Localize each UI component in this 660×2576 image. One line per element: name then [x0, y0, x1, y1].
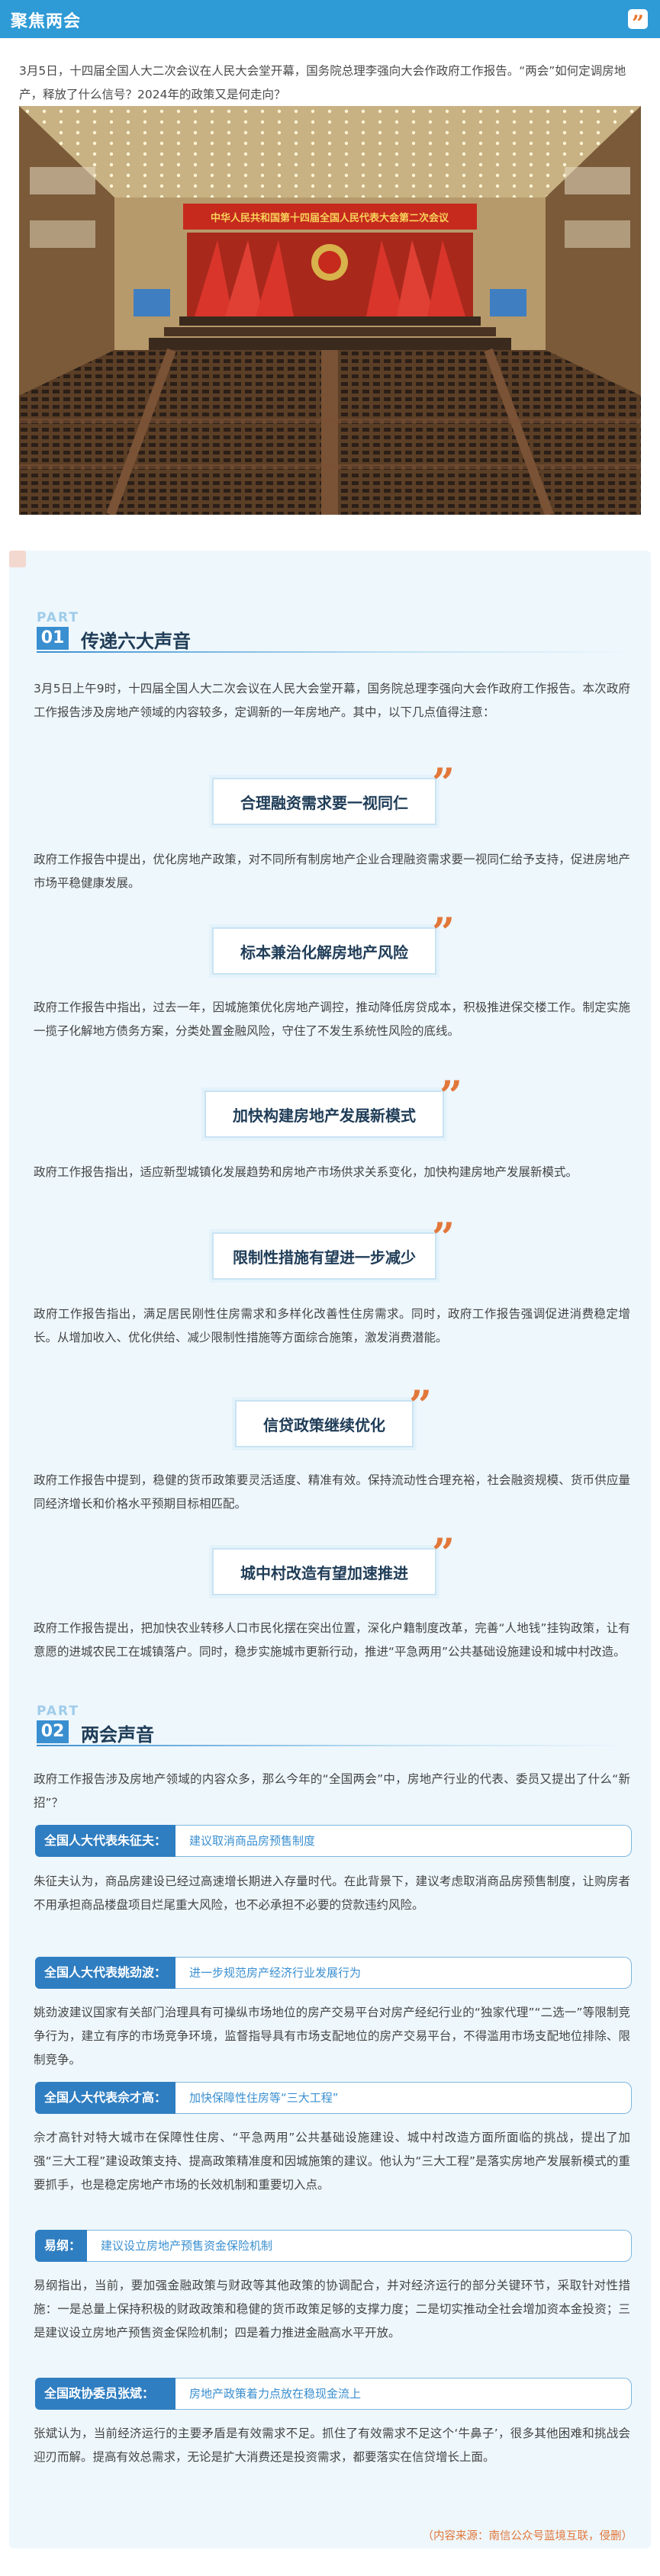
part-underline [37, 1745, 632, 1746]
quote-mark-icon: ” [628, 9, 648, 36]
part-02-lead: 政府工作报告涉及房地产领域的内容众多，那么今年的“全国两会”中，房地产行业的代表… [34, 1772, 630, 1810]
content-source-note: （内容来源：南信公众号蓝境互联，侵删） [422, 2530, 633, 2542]
item-paragraph: 政府工作报告中指出，过去一年，因城施策优化房地产调控，推动降低房贷成本，积极推进… [34, 1001, 630, 1038]
part-number: 01 [37, 627, 69, 650]
representative-topic: 进一步规范房产经济行业发展行为 [175, 1957, 632, 1989]
quote-mark-icon: ” [432, 760, 455, 807]
subheading-box: 加快构建房地产发展新模式 ” [204, 1077, 462, 1138]
representative-header: 全国政协委员张斌： 房地产政策着力点放在稳现金流上 [35, 2378, 632, 2410]
representative-paragraph: 张斌认为，当前经济运行的主要矛盾是有效需求不足。抓住了有效需求不足这个‘牛鼻子’… [34, 2427, 630, 2464]
subheading-box: 合理融资需求要一视同仁 ” [212, 764, 455, 825]
conference-hall-photo: 中华人民共和国第十四届全国人民代表大会第二次会议 [19, 106, 641, 515]
subheading-text: 信贷政策继续优化 [263, 1415, 385, 1434]
representative-header: 全国人大代表姚劲波： 进一步规范房产经济行业发展行为 [35, 1957, 632, 1989]
conference-hall-illustration: 中华人民共和国第十四届全国人民代表大会第二次会议 [19, 106, 641, 515]
representative-topic: 加快保障性住房等“三大工程” [175, 2082, 632, 2114]
section-title: 聚焦两会 [11, 12, 82, 31]
item-paragraph: 政府工作报告中提到，稳健的货币政策要灵活适度、精准有效。保持流动性合理充裕，社会… [34, 1473, 630, 1511]
representative-paragraph: 朱征夫认为，商品房建设已经过高速增长期进入存量时代。在此背景下，建议考虑取消商品… [34, 1874, 630, 1912]
representative-topic: 建议取消商品房预售制度 [175, 1825, 632, 1857]
representative-name: 全国政协委员张斌： [35, 2378, 175, 2410]
subheading-text: 标本兼治化解房地产风险 [240, 943, 408, 962]
part-01-lead: 3月5日上午9时，十四届全国人大二次会议在人民大会堂开幕，国务院总理李强向大会作… [34, 682, 630, 719]
part-number: 02 [37, 1720, 69, 1743]
representative-topic: 房地产政策着力点放在稳现金流上 [175, 2378, 632, 2410]
subheading-text: 限制性措施有望进一步减少 [233, 1248, 416, 1267]
item-paragraph: 政府工作报告中提出，优化房地产政策，对不同所有制房地产企业合理融资需求要一视同仁… [34, 853, 630, 890]
subheading-box: 信贷政策继续优化 ” [235, 1386, 432, 1447]
quote-mark-icon: ” [432, 910, 455, 956]
subheading-text: 加快构建房地产发展新模式 [233, 1106, 416, 1125]
part-underline [37, 651, 632, 653]
part-label: PART [37, 610, 79, 625]
representative-name: 全国人大代表朱征夫： [35, 1825, 175, 1857]
item-paragraph: 政府工作报告提出，把加快农业转移人口市民化摆在突出位置，深化户籍制度改革，完善“… [34, 1621, 630, 1659]
subheading-text: 城中村改造有望加速推进 [240, 1563, 408, 1582]
quote-mark-icon: ” [439, 1073, 462, 1119]
quote-mark-icon: ” [432, 1215, 455, 1261]
quote-mark-icon: ” [409, 1383, 432, 1429]
representative-paragraph: 佘才高针对特大城市在保障性住房、“平急两用”公共基础设施建设、城中村改造方面所面… [34, 2131, 630, 2192]
section-header-bar: 聚焦两会 ” [0, 0, 660, 38]
part-title: 两会声音 [81, 1724, 154, 1746]
representative-header: 易纲： 建议设立房地产预售资金保险机制 [35, 2230, 632, 2262]
representative-paragraph: 姚劲波建议国家有关部门治理具有可操纵市场地位的房产交易平台对房产经纪行业的“独家… [34, 2006, 630, 2067]
intro-text: 3月5日，十四届全国人大二次会议在人民大会堂开幕，国务院总理李强向大会作政府工作… [19, 64, 626, 101]
quote-mark-icon: ” [432, 1531, 455, 1577]
item-paragraph: 政府工作报告指出，满足居民刚性住房需求和多样化改善性住房需求。同时，政府工作报告… [34, 1307, 630, 1344]
representative-header: 全国人大代表朱征夫： 建议取消商品房预售制度 [35, 1825, 632, 1857]
representative-header: 全国人大代表佘才高： 加快保障性住房等“三大工程” [35, 2082, 632, 2114]
part-title: 传递六大声音 [81, 631, 191, 652]
representative-name: 易纲： [35, 2230, 87, 2262]
representative-name: 全国人大代表佘才高： [35, 2082, 175, 2114]
item-paragraph: 政府工作报告指出，适应新型城镇化发展趋势和房地产市场供求关系变化，加快构建房地产… [34, 1165, 578, 1179]
hall-banner-text: 中华人民共和国第十四届全国人民代表大会第二次会议 [211, 212, 449, 224]
representative-paragraph: 易纲指出，当前，要加强金融政策与财政等其他政策的协调配合，并对经济运行的部分关键… [34, 2279, 630, 2340]
subheading-box: 标本兼治化解房地产风险 ” [212, 914, 455, 975]
part-label: PART [37, 1704, 79, 1719]
panel-corner-tag [9, 551, 26, 567]
representative-topic: 建议设立房地产预售资金保险机制 [87, 2230, 632, 2262]
subheading-box: 城中村改造有望加速推进 ” [212, 1534, 455, 1595]
representative-name: 全国人大代表姚劲波： [35, 1957, 175, 1989]
subheading-box: 限制性措施有望进一步减少 ” [212, 1219, 455, 1280]
subheading-text: 合理融资需求要一视同仁 [240, 793, 408, 812]
